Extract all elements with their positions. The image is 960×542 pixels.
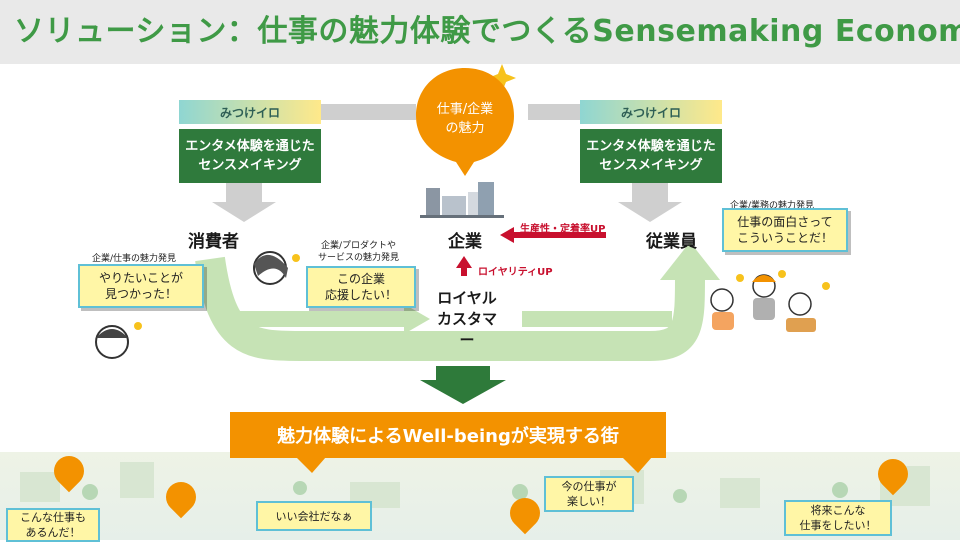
left-sensemaking-box: エンタメ体験を通じた センスメイキング (179, 129, 321, 183)
red-up-arrow (456, 256, 472, 276)
node-employee: 従業員 (646, 232, 697, 252)
right-down-arrow (618, 182, 682, 222)
page-title: ソリューション：仕事の魅力体験でつくるSensemaking Economy (14, 14, 960, 49)
flow-diagram (95, 64, 830, 404)
red-left-arrow (500, 227, 606, 243)
city-speech-c: 今の仕事が 楽しい！ (544, 476, 634, 512)
top-right-connector (528, 104, 584, 120)
banner-tail-right (622, 457, 652, 473)
left-highlight-label: みつけイロ (179, 100, 321, 124)
customer-speech-bubble: この企業 応援したい！ (306, 266, 416, 308)
employees-icon (710, 274, 816, 332)
green-flow-from-loyal (522, 311, 672, 327)
center-bubble-label: 仕事/企業 の魅力 (436, 102, 494, 136)
city-speech-b: いい会社だなぁ (256, 501, 372, 531)
product-discovery-caption: 企業/プロダクトや サービスの魅力発見 (318, 241, 400, 263)
top-left-connector (320, 104, 416, 120)
node-consumer: 消費者 (188, 232, 239, 252)
employee-speech-bubble: 仕事の面白さって こういうことだ！ (722, 208, 848, 252)
wellbeing-banner: 魅力体験によるWell-beingが実現する街 (230, 412, 666, 458)
customer-face-icon (253, 251, 288, 285)
city-speech-a: こんな仕事も あるんだ！ (6, 508, 100, 542)
right-highlight-label: みつけイロ (580, 100, 722, 124)
center-bubble-shape (416, 68, 514, 176)
company-building-icon (420, 182, 504, 218)
employee-discovery-caption: 企業/業務の魅力発見 (730, 201, 815, 211)
node-loyal-customer: ロイヤル カスタマー (436, 289, 497, 349)
consumer-discovery-caption: 企業/仕事の魅力発見 (92, 254, 177, 264)
loyalty-label: ロイヤリティUP (478, 267, 553, 278)
city-speech-d: 将来こんな 仕事をしたい！ (784, 500, 892, 536)
green-flow-right-arrowhead (404, 304, 430, 334)
productivity-label: 生産性・定着率UP (520, 224, 606, 235)
right-sensemaking-box: エンタメ体験を通じた センスメイキング (580, 129, 722, 183)
consumer-speech-bubble: やりたいことが 見つかった！ (78, 264, 204, 308)
green-flow-path (195, 256, 705, 361)
left-down-arrow (212, 182, 276, 222)
lightbulb-icons (134, 254, 830, 330)
consumer-face-icon (95, 325, 129, 359)
banner-tail-left (296, 457, 326, 473)
down-arrow (420, 366, 506, 404)
node-company: 企業 (448, 232, 482, 252)
green-flow-up-arrowhead (660, 242, 720, 280)
title-bar (0, 0, 960, 64)
